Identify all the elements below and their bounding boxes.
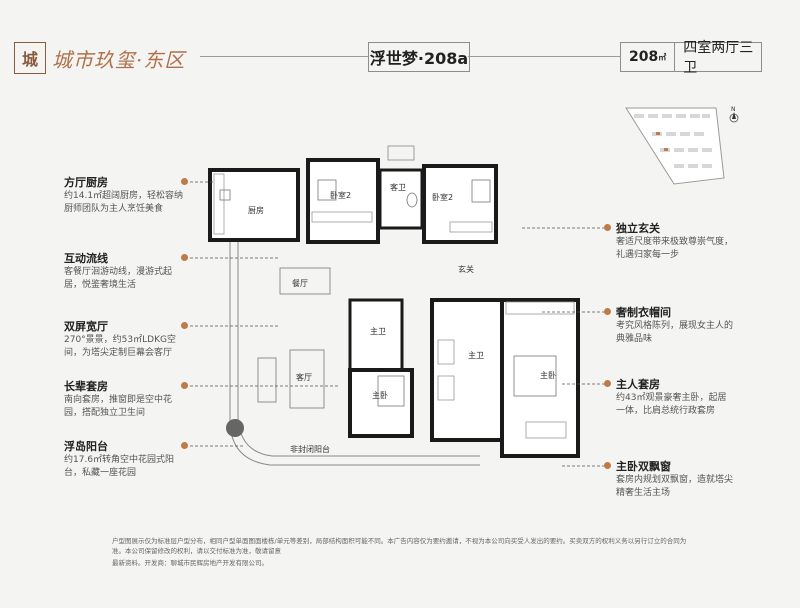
room-master-bath: 主卫: [468, 350, 484, 360]
room-balcony: 非封闭阳台: [290, 444, 330, 454]
room-bedroom-b: 卧室2: [432, 192, 453, 202]
header-rule-left: [200, 56, 368, 57]
annotation-desc: 一体，比肩总统行政套房: [616, 406, 716, 416]
annotation-desc: 精奢生活主场: [616, 488, 671, 498]
floor-plan: 厨房 卧室2 客卫 卧室2 玄关 餐厅 客厅 主卫 主卧 主卫 主卧 非封闭阳台: [208, 145, 580, 466]
annotation-title: 长辈套房: [64, 380, 108, 393]
disclaimer-text: 户型图展示仅为标准层户型分布，相同户型单面图面楼栋/单元等差别，局部结构面积可能…: [112, 537, 687, 555]
annotation-desc: 约14.1㎡超阔厨房，轻松容纳: [64, 191, 184, 201]
accent-dot: [181, 442, 188, 449]
brand-name: 城市玖玺·东区: [52, 48, 186, 72]
room-bedroom-a: 卧室2: [330, 190, 351, 200]
accent-dot: [604, 308, 611, 315]
annotation-elder-suite: 长辈套房 南向套房，推窗即是空中花 园，搭配独立卫生间: [64, 378, 189, 420]
annotation-desc: 台，私藏一座花园: [64, 468, 137, 478]
annotation-desc: 约43㎡观景豪奢主卧，起居: [616, 393, 727, 403]
annotation-desc: 客餐厅洄游动线，漫游式起: [64, 267, 173, 277]
brand-logo: 城: [14, 42, 46, 74]
annotation-desc: 270°景景，约53㎡LDKG空: [64, 335, 176, 345]
accent-dot: [181, 178, 188, 185]
annotation-foyer: 独立玄关 奢适尺度带来极致尊崇气度， 礼遇归家每一步: [604, 220, 754, 262]
plant-icon: [226, 419, 244, 437]
disclaimer: 户型图展示仅为标准层户型分布，相同户型单面图面楼栋/单元等差别，局部结构面积可能…: [112, 536, 692, 568]
annotation-balcony: 浮岛阳台 约17.6㎡转角空中花园式阳 台，私藏一座花园: [64, 438, 189, 480]
annotation-desc: 典雅品味: [616, 334, 653, 344]
annotation-kitchen: 方厅厨房 约14.1㎡超阔厨房，轻松容纳 厨师团队为主人烹饪美食: [64, 174, 189, 216]
annotation-desc: 约17.6㎡转角空中花园式阳: [64, 455, 175, 465]
header-rule-right: [468, 56, 620, 57]
room-living: 客厅: [296, 372, 312, 382]
annotation-desc: 南向套房，推窗即是空中花: [64, 395, 173, 405]
annotation-master-suite: 主人套房 约43㎡观景豪奢主卧，起居 一体，比肩总统行政套房: [604, 376, 754, 418]
accent-dot: [181, 382, 188, 389]
accent-dot: [604, 380, 611, 387]
annotation-desc: 套房内规划双飘窗，造就塔尖: [616, 475, 734, 485]
annotation-title: 双屏宽厅: [64, 320, 108, 333]
annotation-desc: 厨师团队为主人烹饪美食: [64, 204, 164, 214]
annotation-title: 奢制衣帽间: [616, 306, 671, 319]
annotation-desc: 居，悦鉴奢境生活: [64, 280, 137, 290]
accent-dot: [181, 254, 188, 261]
site-key-plan: N: [625, 106, 739, 185]
developer-line: 最新资料。开发商：聊城市民辉房地产开发有限公司。: [112, 559, 268, 567]
annotation-title: 方厅厨房: [64, 176, 108, 189]
unit-layout: 四室两厅三卫: [683, 40, 754, 76]
accent-dot: [604, 224, 611, 231]
annotation-desc: 间，为塔尖定制巨幕会客厅: [64, 348, 173, 358]
annotation-title: 主卧双飘窗: [616, 460, 671, 473]
annotation-title: 独立玄关: [616, 222, 660, 235]
room-foyer: 玄关: [458, 264, 474, 274]
annotation-living: 双屏宽厅 270°景景，约53㎡LDKG空 间，为塔尖定制巨幕会客厅: [64, 318, 189, 360]
annotation-desc: 奢适尺度带来极致尊崇气度，: [616, 237, 734, 247]
room-guest-bath: 客卫: [390, 182, 406, 192]
room-bath-a: 主卫: [370, 326, 386, 336]
accent-dot: [181, 322, 188, 329]
annotation-title: 互动流线: [64, 252, 108, 265]
annotation-title: 主人套房: [616, 378, 660, 391]
annotation-desc: 园，搭配独立卫生间: [64, 408, 146, 418]
annotation-bay-window: 主卧双飘窗 套房内规划双飘窗，造就塔尖 精奢生活主场: [604, 458, 754, 500]
compass-north: N: [731, 106, 736, 113]
room-dining: 餐厅: [292, 279, 308, 288]
room-elder-bedroom: 主卧: [372, 390, 388, 400]
accent-dot: [604, 462, 611, 469]
annotation-desc: 考究风格陈列，展现女主人的: [616, 321, 734, 331]
annotation-title: 浮岛阳台: [64, 440, 108, 453]
annotation-desc: 礼遇归家每一步: [616, 250, 680, 260]
unit-name: 浮世梦·208a: [368, 42, 470, 72]
room-kitchen: 厨房: [248, 205, 264, 215]
room-master: 主卧: [540, 370, 556, 380]
annotation-closet: 奢制衣帽间 考究风格陈列，展现女主人的 典雅品味: [604, 304, 754, 346]
annotation-flow: 互动流线 客餐厅洄游动线，漫游式起 居，悦鉴奢境生活: [64, 250, 189, 292]
